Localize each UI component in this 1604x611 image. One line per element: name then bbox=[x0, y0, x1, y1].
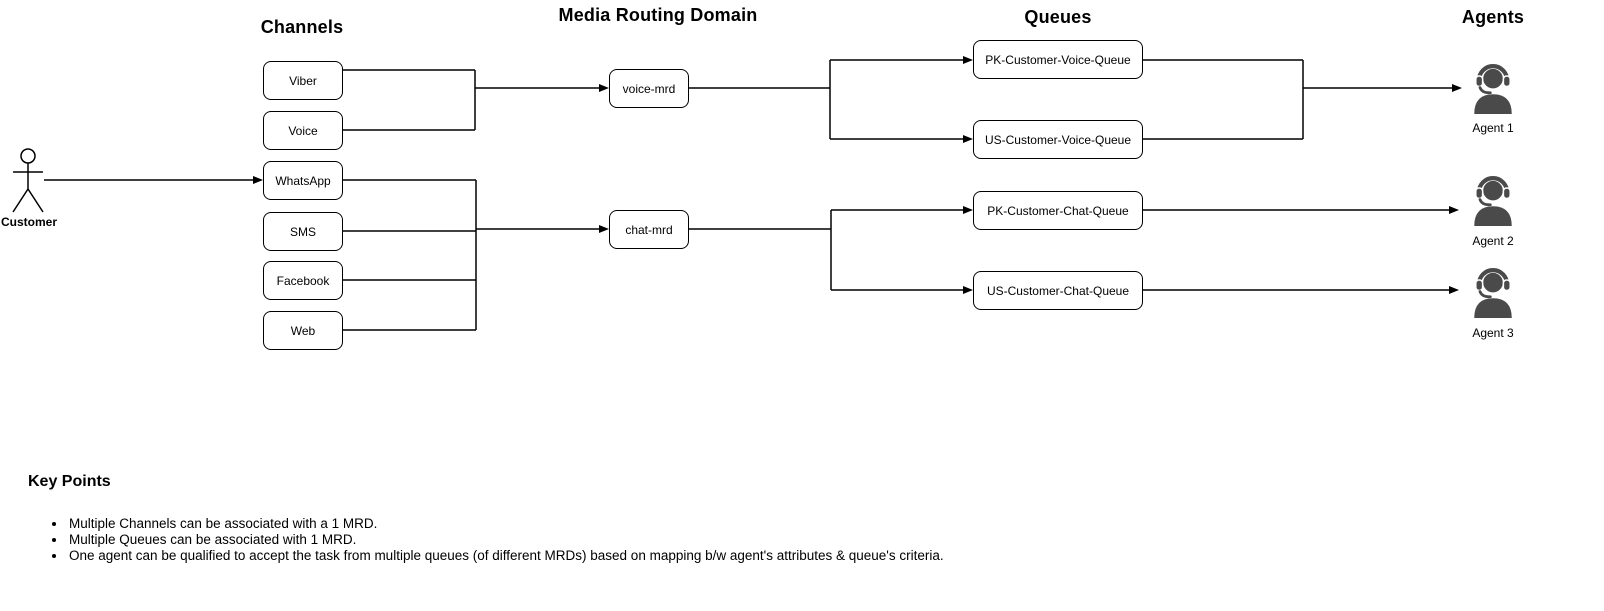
heading-media-routing-domain: Media Routing Domain bbox=[558, 5, 758, 25]
customer-actor-icon bbox=[12, 148, 44, 213]
node-channel-viber: Viber bbox=[263, 61, 343, 100]
heading-channels: Channels bbox=[260, 17, 344, 37]
heading-agents: Agents bbox=[1461, 7, 1525, 27]
agent-1-label: Agent 1 bbox=[1472, 121, 1514, 135]
node-channel-sms: SMS bbox=[263, 212, 343, 251]
customer-label: Customer bbox=[0, 215, 57, 229]
heading-queues: Queues bbox=[1024, 7, 1092, 27]
node-queue-pk-chat: PK-Customer-Chat-Queue bbox=[973, 191, 1143, 230]
agent-3-label: Agent 3 bbox=[1472, 326, 1514, 340]
key-point-item: Multiple Queues can be associated with 1… bbox=[67, 532, 1467, 548]
agent-2-label: Agent 2 bbox=[1472, 234, 1514, 248]
agent-2-headset-icon bbox=[1474, 178, 1512, 226]
node-voice-mrd: voice-mrd bbox=[609, 69, 689, 108]
node-channel-voice: Voice bbox=[263, 111, 343, 150]
key-points-list: Multiple Channels can be associated with… bbox=[49, 516, 1467, 565]
agent-3-headset-icon bbox=[1474, 270, 1512, 318]
node-channel-web: Web bbox=[263, 311, 343, 350]
key-point-item: One agent can be qualified to accept the… bbox=[67, 548, 1467, 564]
node-channel-facebook: Facebook bbox=[263, 261, 343, 300]
node-queue-pk-voice: PK-Customer-Voice-Queue bbox=[973, 40, 1143, 79]
node-queue-us-voice: US-Customer-Voice-Queue bbox=[973, 120, 1143, 159]
key-point-item: Multiple Channels can be associated with… bbox=[67, 516, 1467, 532]
node-queue-us-chat: US-Customer-Chat-Queue bbox=[973, 271, 1143, 310]
agent-1-headset-icon bbox=[1474, 66, 1512, 114]
node-chat-mrd: chat-mrd bbox=[609, 210, 689, 249]
key-points-title: Key Points bbox=[28, 473, 111, 490]
node-channel-whatsapp: WhatsApp bbox=[263, 161, 343, 200]
